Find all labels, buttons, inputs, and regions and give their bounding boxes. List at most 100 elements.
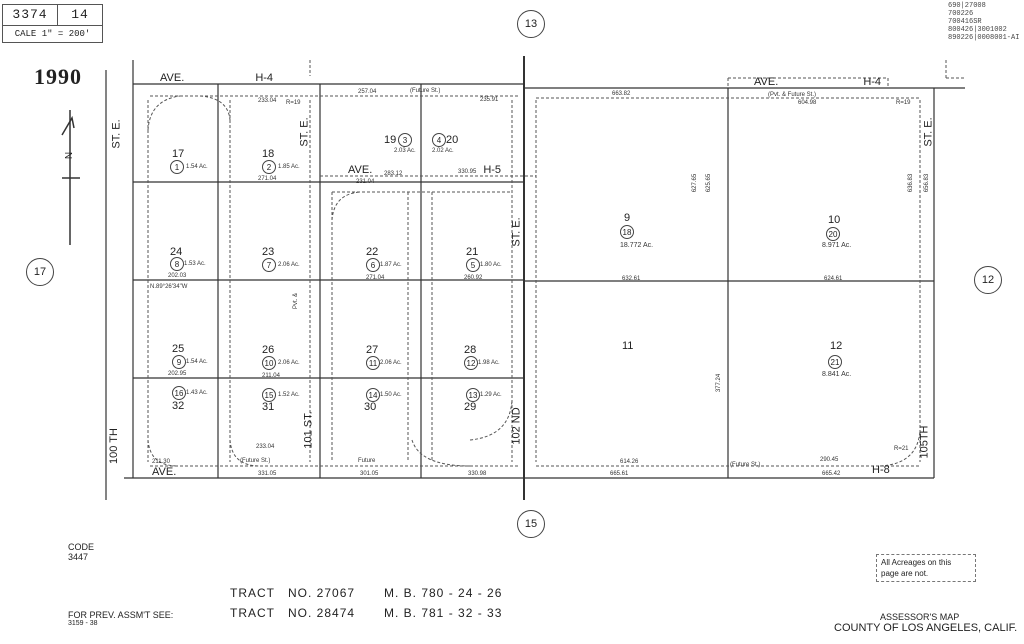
year-label: 1990 bbox=[34, 64, 82, 89]
lot-number[interactable]: 31 bbox=[262, 401, 275, 413]
lot-area: 2.06 Ac. bbox=[278, 360, 300, 366]
lot-number[interactable]: 9 bbox=[624, 212, 631, 224]
parcel-number[interactable]: 12 bbox=[464, 356, 478, 370]
lot-number[interactable]: 28 bbox=[464, 344, 477, 356]
parcel-number[interactable]: 10 bbox=[262, 356, 276, 370]
revision-code: 890226|0008001-AI bbox=[948, 34, 1020, 42]
parcel-number[interactable]: 5 bbox=[466, 258, 480, 272]
scale-box: CALE 1" = 200' bbox=[2, 25, 103, 43]
street-105th: 105TH bbox=[918, 425, 931, 459]
lot-number[interactable]: 29 bbox=[464, 401, 477, 413]
page-number-box: 14 bbox=[57, 4, 103, 26]
prev-assessment-value: 3159 - 38 bbox=[68, 620, 98, 627]
dimension: 632.61 bbox=[622, 276, 641, 282]
lot-number[interactable]: 23 bbox=[262, 246, 275, 258]
dimension: 665.42 bbox=[822, 471, 841, 477]
street-ave-h8-left: AVE. bbox=[152, 466, 177, 478]
lot-area: 1.87 Ac. bbox=[380, 262, 402, 268]
parcel-number[interactable]: 11 bbox=[366, 356, 380, 370]
parcel-number[interactable]: 2 bbox=[262, 160, 276, 174]
lot-area: 1.43 Ac. bbox=[186, 390, 208, 396]
dimension: 331.05 bbox=[258, 471, 277, 477]
street-ave-h8-right: H-8 bbox=[872, 464, 890, 476]
parcel-number[interactable]: 8 bbox=[170, 257, 184, 271]
parcel-number[interactable]: 9 bbox=[172, 355, 186, 369]
parcel-number[interactable]: 14 bbox=[366, 388, 380, 402]
lot-area: 2.06 Ac. bbox=[380, 360, 402, 366]
lot-number[interactable]: 30 bbox=[364, 401, 377, 413]
lot-number[interactable]: 25 bbox=[172, 343, 185, 355]
parcel-number[interactable]: 18 bbox=[620, 225, 634, 239]
lot-number[interactable]: 27 bbox=[366, 344, 379, 356]
note-radius: R=21 bbox=[894, 446, 909, 452]
revision-code: 800426|3001002 bbox=[948, 26, 1007, 34]
parcel-number[interactable]: 3 bbox=[398, 133, 412, 147]
street-ave-h5: AVE. H-5 bbox=[348, 164, 502, 176]
prev-assessment-label: FOR PREV. ASSM'T SEE: bbox=[68, 610, 174, 620]
parcel-number[interactable]: 16 bbox=[172, 386, 186, 400]
lot-area: 8.841 Ac. bbox=[822, 371, 852, 378]
note-future-street: (Pvt. & Future St.) bbox=[768, 92, 817, 98]
dimension: 624.61 bbox=[824, 276, 843, 282]
dimension: 271.04 bbox=[258, 176, 277, 182]
lot-number[interactable]: 11 bbox=[622, 340, 634, 352]
book-number: 3374 bbox=[12, 7, 48, 22]
parcel-number[interactable]: 21 bbox=[828, 355, 842, 369]
dimension: 290.45 bbox=[820, 457, 839, 463]
lot-area: 2.06 Ac. bbox=[278, 262, 300, 268]
street-ave-h4-right: AVE. H-4 bbox=[754, 76, 882, 88]
adjacent-page-left[interactable]: 17 bbox=[26, 258, 54, 286]
dimension: 283.12 bbox=[384, 171, 403, 177]
dimension: 235.91 bbox=[480, 97, 499, 103]
bearing: N.89°26'34"W bbox=[150, 284, 188, 290]
parcel-number[interactable]: 7 bbox=[262, 258, 276, 272]
lot-number[interactable]: 18 bbox=[262, 148, 275, 160]
lot-number[interactable]: 26 bbox=[262, 344, 275, 356]
scale-label: CALE 1" = 200' bbox=[14, 29, 91, 39]
dimension: 377.24 bbox=[716, 373, 723, 393]
lot-number[interactable]: 32 bbox=[172, 400, 185, 412]
adjacent-page-bottom[interactable]: 15 bbox=[517, 510, 545, 538]
lot-number[interactable]: 17 bbox=[172, 148, 185, 160]
dimension: 211.04 bbox=[262, 373, 280, 379]
parcel-number[interactable]: 13 bbox=[466, 388, 480, 402]
street-st-e-right: ST. E. bbox=[922, 117, 935, 147]
book-number-box: 3374 bbox=[2, 4, 58, 26]
tract-mapbook: M. B. 781 - 32 - 33 bbox=[384, 606, 503, 620]
page-number: 14 bbox=[71, 7, 89, 22]
lot-number[interactable]: 24 bbox=[170, 246, 183, 258]
lot-number[interactable]: 10 bbox=[828, 214, 841, 226]
revision-code: 690|27008 bbox=[948, 2, 986, 10]
note-future-street: (Future St.) bbox=[410, 88, 441, 94]
lot-number[interactable]: 12 bbox=[830, 340, 843, 352]
dimension: 260.92 bbox=[464, 275, 483, 281]
lot-area: 1.53 Ac. bbox=[184, 261, 206, 267]
lot-number[interactable]: 22 bbox=[366, 246, 379, 258]
lot-area: 18.772 Ac. bbox=[620, 242, 654, 249]
parcel-number[interactable]: 6 bbox=[366, 258, 380, 272]
dimension: 663.82 bbox=[612, 91, 631, 97]
adjacent-page-top[interactable]: 13 bbox=[517, 10, 545, 38]
note-radius: R=19 bbox=[896, 100, 911, 106]
parcel-number[interactable]: 15 bbox=[262, 388, 276, 402]
lot-area: 2.03 Ac. bbox=[394, 148, 416, 154]
lot-area: 1.85 Ac. bbox=[278, 164, 300, 170]
north-label: N bbox=[64, 151, 76, 160]
note-radius: R=19 bbox=[286, 100, 301, 106]
lot-number[interactable]: 20 bbox=[446, 134, 459, 146]
dimension: 636.83 bbox=[908, 173, 915, 193]
dimension: 625.65 bbox=[706, 173, 713, 193]
parcel-number[interactable]: 20 bbox=[826, 227, 840, 241]
adjacent-page-right[interactable]: 12 bbox=[974, 266, 1002, 294]
parcel-number[interactable]: 4 bbox=[432, 133, 446, 147]
lot-number[interactable]: 19 bbox=[384, 134, 397, 146]
parcel-number[interactable]: 1 bbox=[170, 160, 184, 174]
revision-code: 700416SR bbox=[948, 18, 982, 26]
revision-code: 700226 bbox=[948, 10, 974, 18]
dimension: 665.61 bbox=[610, 471, 629, 477]
street-102nd: 102 ND bbox=[510, 407, 523, 445]
lot-number[interactable]: 21 bbox=[466, 246, 479, 258]
county-label: COUNTY OF LOS ANGELES, CALIF. bbox=[834, 622, 1018, 634]
tract-label: TRACT bbox=[230, 606, 275, 620]
tract-number: NO. 27067 bbox=[288, 586, 356, 600]
